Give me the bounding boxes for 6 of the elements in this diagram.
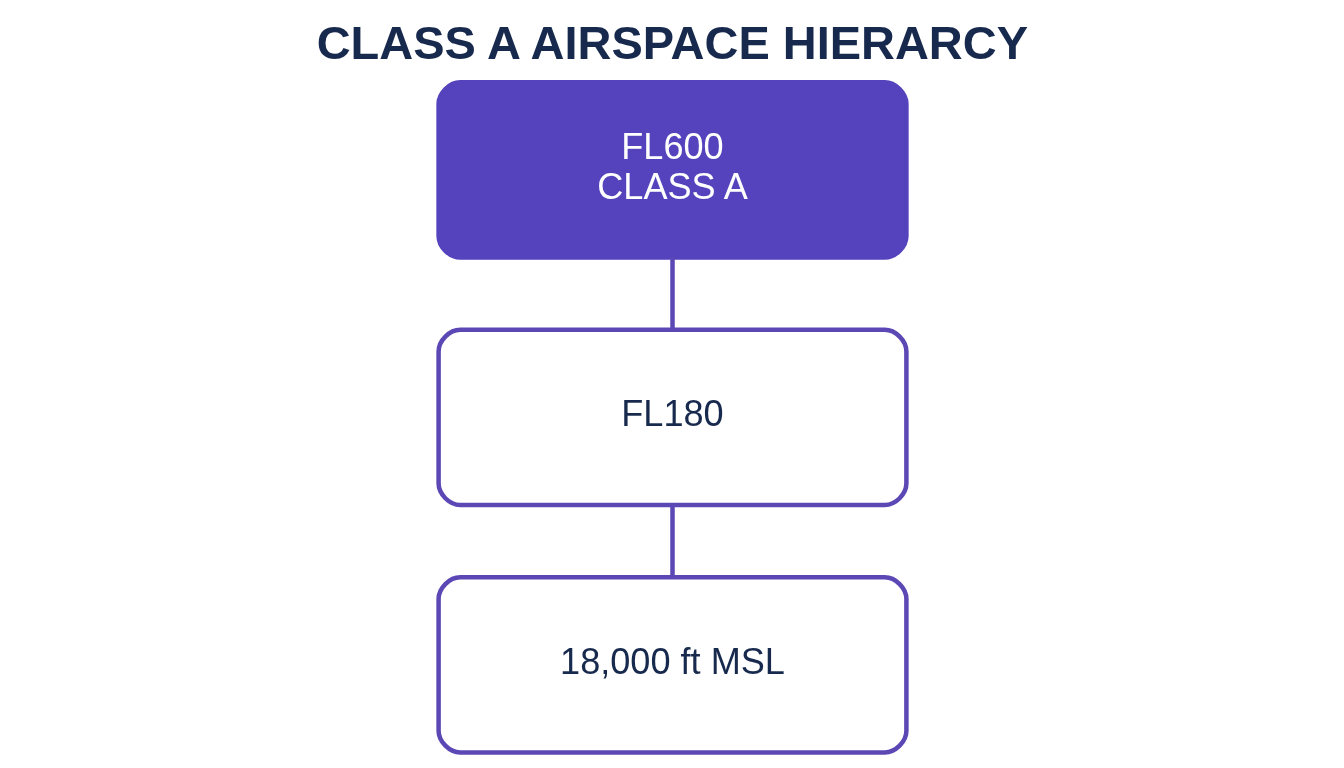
connector bbox=[669, 257, 675, 330]
node-box: 18,000 ft MSL bbox=[435, 575, 909, 755]
node-box: FL600 CLASS A bbox=[435, 80, 909, 260]
connector bbox=[669, 505, 675, 578]
node-box: FL180 bbox=[435, 327, 909, 508]
diagram-title: CLASS A AIRSPACE HIERARCY bbox=[316, 15, 1028, 69]
